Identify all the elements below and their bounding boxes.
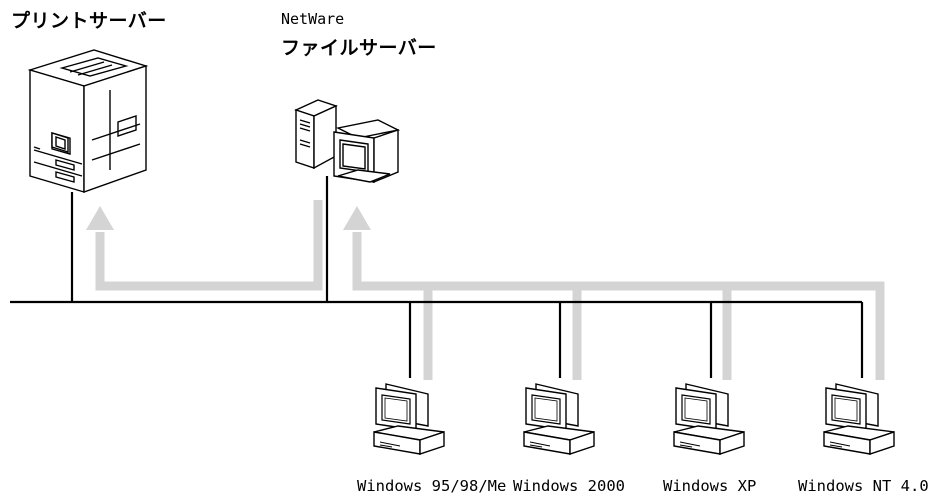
computer-icon bbox=[523, 383, 595, 455]
flow-arrow-print-server bbox=[86, 206, 114, 230]
client-label-win2000: Windows 2000 bbox=[513, 477, 625, 495]
flow-to-file-server bbox=[352, 232, 885, 380]
computer-icon bbox=[373, 383, 445, 455]
file-server-product-label: NetWare bbox=[281, 10, 345, 28]
network-cabling bbox=[10, 176, 864, 378]
computer-icon bbox=[673, 383, 745, 455]
printer-icon bbox=[27, 49, 149, 193]
file-server-label: ファイルサーバー bbox=[281, 37, 437, 59]
flow-to-print-server bbox=[95, 200, 323, 291]
client-label-winxp: Windows XP bbox=[663, 477, 757, 495]
computer-icon bbox=[823, 383, 895, 455]
client-label-win9x: Windows 95/98/Me bbox=[357, 477, 507, 495]
client-label-winnt4: Windows NT 4.0 bbox=[798, 477, 929, 495]
print-server-label: プリントサーバー bbox=[11, 10, 167, 32]
server-icon bbox=[294, 99, 401, 184]
flow-arrow-file-server bbox=[343, 206, 371, 230]
